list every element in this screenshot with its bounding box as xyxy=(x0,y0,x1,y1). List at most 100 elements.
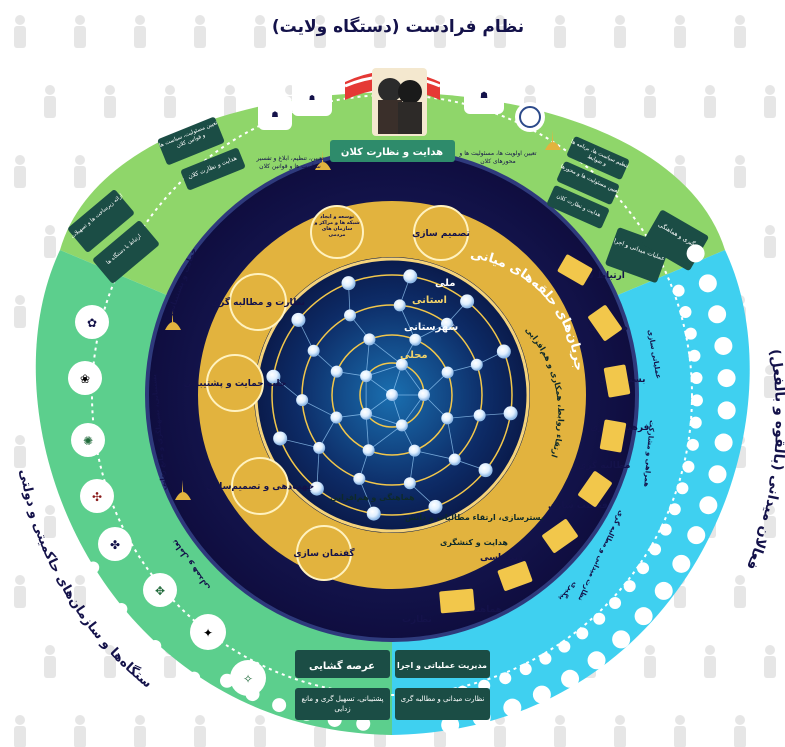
top-right-boxes xyxy=(547,136,629,229)
network-node xyxy=(393,299,406,312)
network-node xyxy=(341,276,356,291)
svg-text:☗: ☗ xyxy=(480,91,488,101)
inner-bottom-2: هدایت و کنشگری xyxy=(440,537,508,547)
network-node xyxy=(403,477,416,490)
network-node xyxy=(330,411,343,424)
bg-figure-head xyxy=(525,85,535,95)
gold-circles xyxy=(206,205,469,581)
bg-figure-body xyxy=(134,26,146,48)
bg-figure-head xyxy=(765,365,775,375)
bg-figure-body xyxy=(494,26,506,48)
bg-figure-body xyxy=(74,26,86,48)
decor-dot xyxy=(558,640,571,653)
network-level-provincial: استانی xyxy=(412,295,447,306)
decor-dot xyxy=(686,244,705,263)
bg-figure-body xyxy=(674,726,686,747)
gold-circle-discourse-label: گفتمان سازی xyxy=(293,547,355,559)
inner-bottom-1: بسترسازی، ارتقاء مطالبات و دانش xyxy=(405,513,544,523)
bg-figure-head xyxy=(15,295,25,305)
bg-figure-head xyxy=(135,15,145,25)
ring-segment-7: دیپلماسی xyxy=(480,553,523,563)
decor-dot xyxy=(668,503,681,516)
bg-figure-head xyxy=(105,645,115,655)
ring-segment-1: ارتباط سازی xyxy=(568,271,625,281)
svg-text:❀: ❀ xyxy=(80,372,90,386)
decor-dot xyxy=(654,581,673,600)
leader-portrait-icon xyxy=(344,68,441,136)
network-edge xyxy=(368,425,403,451)
network-edge xyxy=(446,418,456,460)
left-bottom-box-1 xyxy=(295,650,390,678)
outer-dashed-ring xyxy=(91,94,693,696)
bg-figure-head xyxy=(735,15,745,25)
network-edge xyxy=(401,364,425,396)
network-node xyxy=(362,444,375,457)
bg-figure-head xyxy=(645,85,655,95)
bg-figure-body xyxy=(254,26,266,48)
top-mid-left-text: تعیین، تنظیم، ابلاغ و تفسیر سیاست ها و ق… xyxy=(256,155,324,170)
network-node xyxy=(296,394,309,407)
network-level-national: ملی xyxy=(435,278,455,289)
bg-figure-head xyxy=(225,85,235,95)
network-node xyxy=(360,370,373,383)
decor-dot xyxy=(587,651,606,670)
bg-figure-head xyxy=(555,15,565,25)
network-node xyxy=(363,333,376,346)
svg-text:☗: ☗ xyxy=(271,110,278,119)
right-bottom-box-2-text-box: نظارت میدانی و مطالبه گری xyxy=(400,695,485,703)
right-bottom-box-2-text: نظارت میدانی و مطالبه گری xyxy=(400,695,485,703)
svg-text:✧: ✧ xyxy=(243,672,253,686)
network-node xyxy=(428,499,443,514)
bg-figure-head xyxy=(45,505,55,515)
top-center-tab xyxy=(330,140,455,162)
bg-figure-head xyxy=(255,715,265,725)
network-node xyxy=(403,269,418,284)
bg-figure-body xyxy=(194,726,206,747)
right-bottom-box-1 xyxy=(395,650,490,678)
decor-dot xyxy=(634,607,653,626)
bg-figure-head xyxy=(75,575,85,585)
bg-figure-head xyxy=(645,645,655,655)
network-node xyxy=(366,506,381,521)
decor-dot xyxy=(115,602,128,615)
svg-text:☗: ☗ xyxy=(309,94,315,102)
bg-figure-head xyxy=(45,85,55,95)
network-node xyxy=(266,369,281,384)
mosque-silhouette-icon xyxy=(165,130,561,500)
network-node xyxy=(503,406,518,421)
decor-dot xyxy=(690,394,703,407)
top-mid-right-text: تعیین اولویت ها، مسئولیت ها و محورهای کل… xyxy=(459,150,537,165)
bg-figure-head xyxy=(195,715,205,725)
decor-dot xyxy=(684,327,697,340)
bg-figure-body xyxy=(254,726,266,747)
bg-figure-head xyxy=(735,155,745,165)
bg-figure-head xyxy=(15,715,25,725)
bg-figure-head xyxy=(705,645,715,655)
bg-figure-body xyxy=(644,96,656,118)
network-edge xyxy=(399,305,416,340)
bg-figure-head xyxy=(615,15,625,25)
network-node xyxy=(309,481,324,496)
bg-figure-body xyxy=(134,726,146,747)
top-left-box-1 xyxy=(157,117,225,165)
decor-dot xyxy=(539,652,552,665)
bg-figure-head xyxy=(435,15,445,25)
decor-dot xyxy=(561,669,580,688)
gold-circle-support xyxy=(206,354,264,412)
network-edge xyxy=(414,450,455,460)
left-bottom-box-2-text-box: پشتیبانی، تسهیل گری و مانع زدایی xyxy=(301,695,384,713)
network-edge xyxy=(365,413,370,451)
decor-dot xyxy=(356,716,371,731)
bg-figure-head xyxy=(675,715,685,725)
decor-dot xyxy=(149,639,162,652)
bg-figure-body xyxy=(14,166,26,188)
bg-figure-head xyxy=(675,15,685,25)
ring-segment-5: مطالبه گری xyxy=(578,459,630,471)
network-node xyxy=(313,441,326,454)
left-bottom-box-2-text: پشتیبانی، تسهیل گری و مانع زدایی xyxy=(301,695,384,713)
network-node xyxy=(307,344,320,357)
network-node xyxy=(409,333,422,346)
svg-text:✦: ✦ xyxy=(203,626,213,640)
bg-figure-body xyxy=(164,656,176,678)
gold-circle-direction-label: جهت‌دهی و تصمیم‌سازی xyxy=(206,482,314,492)
